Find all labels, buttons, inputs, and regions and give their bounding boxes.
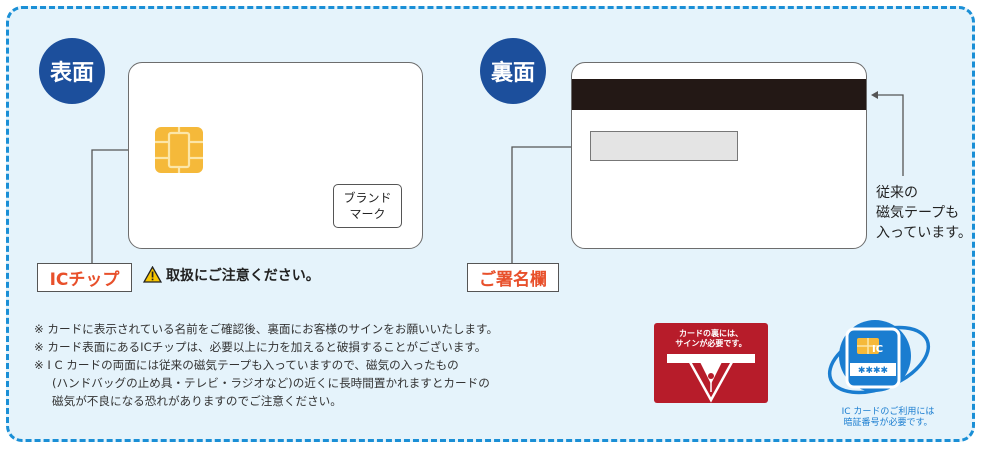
signature-label: ご署名欄: [479, 270, 547, 290]
brand-mark-line2: マーク: [349, 207, 386, 221]
note-item: ※ カードに表示されている名前をご確認後、裏面にお客様のサインをお願いいたします…: [34, 322, 499, 336]
ic-chip-icon: [155, 127, 203, 173]
ic-sticker-pin-text: ✱✱✱✱: [858, 366, 888, 376]
warning-text: 取扱にご注意ください。: [166, 268, 320, 284]
warning-icon: [143, 266, 162, 283]
sticker-signature-box: [667, 354, 755, 363]
brand-mark-line1: ブランド: [343, 191, 392, 205]
ic-sticker-chip-text: IC: [872, 344, 883, 355]
brand-mark-box: ブランド マーク: [333, 184, 402, 228]
warning-note: 取扱にご注意ください。: [143, 265, 320, 285]
note-item: ※ I C カードの両面には従来の磁気テープも入っていますので、磁気の入ったもの: [34, 358, 459, 372]
magnetic-note-line2: 磁気テープも: [876, 205, 960, 221]
front-badge-label: 表面: [49, 61, 94, 86]
note-item: (ハンドバッグの止め具・テレビ・ラジオなど)の近くに長時間置かれますとカードの: [52, 376, 490, 390]
back-badge: 裏面: [480, 38, 546, 104]
front-badge: 表面: [39, 38, 105, 104]
note-item: ※ カード表面にあるICチップは、必要以上に力を加えると破損することがございます…: [34, 340, 487, 354]
magnetic-note-line1: 従来の: [876, 185, 918, 201]
magnetic-note: 従来の 磁気テープも 入っています。: [876, 183, 972, 243]
signature-callout: ご署名欄: [467, 263, 559, 292]
sticker-line1: カードの裏には、: [679, 329, 743, 338]
ic-chip-callout: ICチップ: [37, 263, 132, 292]
note-item: 磁気が不良になる恐れがありますのでご注意ください。: [52, 394, 342, 408]
signature-panel: [590, 131, 738, 161]
ic-caption-line1: IC カードのご利用には: [841, 407, 935, 417]
ic-chip-label: ICチップ: [49, 270, 120, 290]
magnetic-stripe: [572, 79, 866, 110]
signature-required-sticker: カードの裏には、 サインが必要です。: [654, 323, 768, 403]
ic-caption-line2: 暗証番号が必要です。: [843, 418, 933, 428]
magnetic-note-line3: 入っています。: [876, 225, 972, 241]
ic-sticker-caption: IC カードのご利用には 暗証番号が必要です。: [818, 407, 958, 429]
sticker-text: カードの裏には、 サインが必要です。: [654, 329, 768, 349]
back-badge-label: 裏面: [490, 61, 535, 86]
sticker-line2: サインが必要です。: [675, 339, 747, 348]
notes-list: ※ カードに表示されている名前をご確認後、裏面にお客様のサインをお願いいたします…: [34, 320, 498, 410]
pen-nib-icon: [688, 362, 734, 403]
ic-card-pin-icon: IC ✱✱✱✱: [827, 320, 931, 395]
